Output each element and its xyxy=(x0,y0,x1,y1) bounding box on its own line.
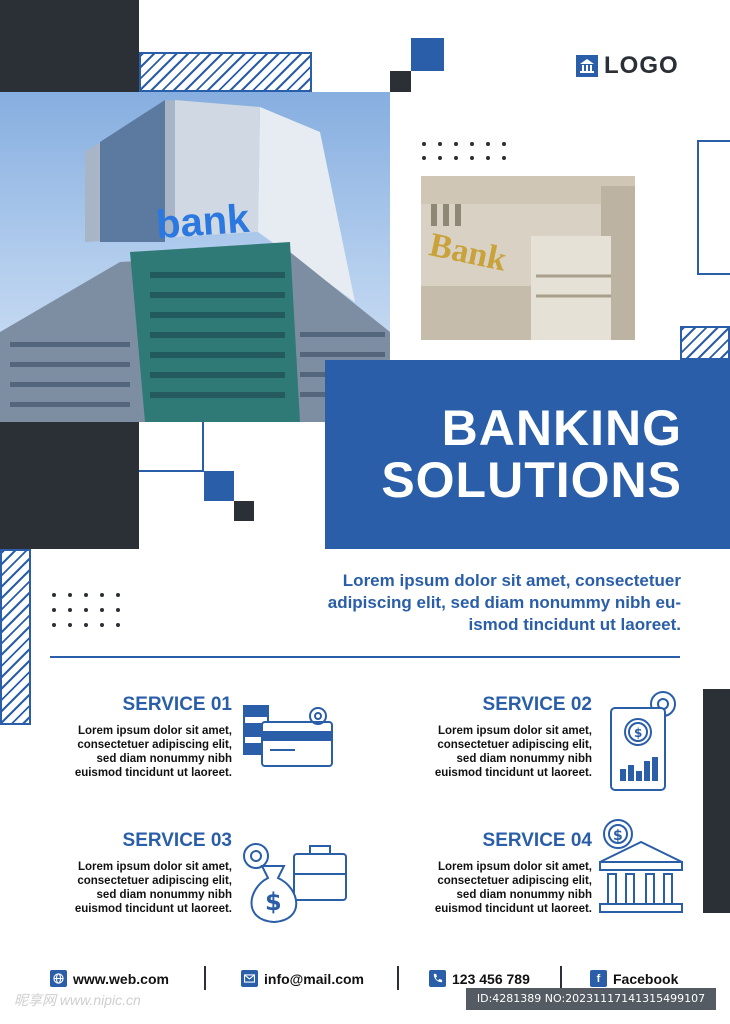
service-description: Lorem ipsum dolor sit amet, consectetuer… xyxy=(40,724,232,780)
service-04: SERVICE 04 Lorem ipsum dolor sit amet, c… xyxy=(400,830,592,916)
top-left-dark-block xyxy=(0,0,139,92)
intro-line-2: adipiscing elit, sed diam nonummy nibh e… xyxy=(327,593,681,612)
top-dark-square xyxy=(390,71,411,92)
phone-text: 123 456 789 xyxy=(452,970,530,987)
bank-sign-text: bank xyxy=(154,196,251,248)
left-dark-block xyxy=(0,422,139,549)
service-line: euismod tincidunt ut laoreet. xyxy=(74,903,232,915)
top-hatch-block xyxy=(139,52,312,92)
footer-website[interactable]: www.web.com xyxy=(50,970,169,987)
left-hatch-strip xyxy=(0,549,31,725)
service-line: sed diam nonummy nibh xyxy=(456,753,592,765)
service-03: SERVICE 03 Lorem ipsum dolor sit amet, c… xyxy=(40,830,232,916)
service-line: Lorem ipsum dolor sit amet, xyxy=(78,861,232,873)
service-line: sed diam nonummy nibh xyxy=(96,889,232,901)
bank-columns-coin-icon: $ xyxy=(596,816,686,916)
outline-frame-right xyxy=(697,140,730,275)
service-line: consectetuer adipiscing elit, xyxy=(437,875,592,887)
bank-tower-photo: bank xyxy=(0,92,390,422)
footer-separator xyxy=(560,966,562,990)
service-title: SERVICE 01 xyxy=(122,694,232,715)
service-title: SERVICE 03 xyxy=(122,830,232,851)
tablet-chart-gear-icon: $ xyxy=(605,686,685,794)
service-line: Lorem ipsum dolor sit amet, xyxy=(438,861,592,873)
right-dark-strip xyxy=(703,689,730,913)
service-line: sed diam nonummy nibh xyxy=(456,889,592,901)
footer-phone[interactable]: 123 456 789 xyxy=(429,970,530,987)
service-title: SERVICE 02 xyxy=(482,694,592,715)
mid-dark-square xyxy=(234,501,254,521)
phone-icon xyxy=(429,970,446,987)
service-description: Lorem ipsum dolor sit amet, consectetuer… xyxy=(400,724,592,780)
section-divider xyxy=(50,656,680,658)
social-text: Facebook xyxy=(613,970,679,987)
footer-separator xyxy=(204,966,206,990)
svg-text:$: $ xyxy=(613,828,623,844)
top-blue-square xyxy=(411,38,444,71)
intro-line-3: ismod tincidunt ut laoreet. xyxy=(468,615,681,634)
service-line: consectetuer adipiscing elit, xyxy=(77,875,232,887)
hero-title-line1: BANKING xyxy=(441,400,682,456)
svg-text:$: $ xyxy=(265,888,282,916)
service-line: Lorem ipsum dolor sit amet, xyxy=(438,725,592,737)
money-bag-briefcase-icon: $ xyxy=(234,836,350,926)
svg-text:$: $ xyxy=(634,726,642,740)
service-line: euismod tincidunt ut laoreet. xyxy=(434,767,592,779)
hero-title-line2: SOLUTIONS xyxy=(381,452,682,508)
bank-building-icon xyxy=(576,55,598,77)
logo[interactable]: LOGO xyxy=(576,52,679,80)
facebook-icon: f xyxy=(590,970,607,987)
intro-line-1: Lorem ipsum dolor sit amet, consectetuer xyxy=(342,571,681,590)
email-text: info@mail.com xyxy=(264,970,364,987)
intro-text: Lorem ipsum dolor sit amet, consectetuer… xyxy=(200,570,681,636)
bank-facade-photo: Bank xyxy=(421,176,635,340)
service-line: Lorem ipsum dolor sit amet, xyxy=(78,725,232,737)
service-line: euismod tincidunt ut laoreet. xyxy=(74,767,232,779)
service-line: euismod tincidunt ut laoreet. xyxy=(434,903,592,915)
service-title: SERVICE 04 xyxy=(482,830,592,851)
globe-icon xyxy=(50,970,67,987)
hero-title: BANKING SOLUTIONS xyxy=(325,402,682,506)
service-02: SERVICE 02 Lorem ipsum dolor sit amet, c… xyxy=(400,694,592,780)
mid-blue-square xyxy=(204,471,234,501)
footer-separator xyxy=(397,966,399,990)
service-description: Lorem ipsum dolor sit amet, consectetuer… xyxy=(400,860,592,916)
watermark-right: ID:4281389 NO:20231117141315499107 xyxy=(466,988,716,1010)
footer-social[interactable]: f Facebook xyxy=(590,970,678,987)
website-text: www.web.com xyxy=(73,970,169,987)
service-line: sed diam nonummy nibh xyxy=(96,753,232,765)
mail-icon xyxy=(241,970,258,987)
logo-text: LOGO xyxy=(604,52,679,79)
service-01: SERVICE 01 Lorem ipsum dolor sit amet, c… xyxy=(40,694,232,780)
coins-card-gear-icon xyxy=(240,698,336,770)
dot-grid-top xyxy=(422,142,506,160)
footer-email[interactable]: info@mail.com xyxy=(241,970,364,987)
right-hatch-block xyxy=(680,326,730,360)
service-line: consectetuer adipiscing elit, xyxy=(437,739,592,751)
dot-grid-left xyxy=(52,593,120,627)
service-description: Lorem ipsum dolor sit amet, consectetuer… xyxy=(40,860,232,916)
watermark-left: 昵享网 www.nipic.cn xyxy=(14,992,141,1008)
connector-lines xyxy=(139,422,204,472)
service-line: consectetuer adipiscing elit, xyxy=(77,739,232,751)
hero-title-panel xyxy=(325,360,730,549)
